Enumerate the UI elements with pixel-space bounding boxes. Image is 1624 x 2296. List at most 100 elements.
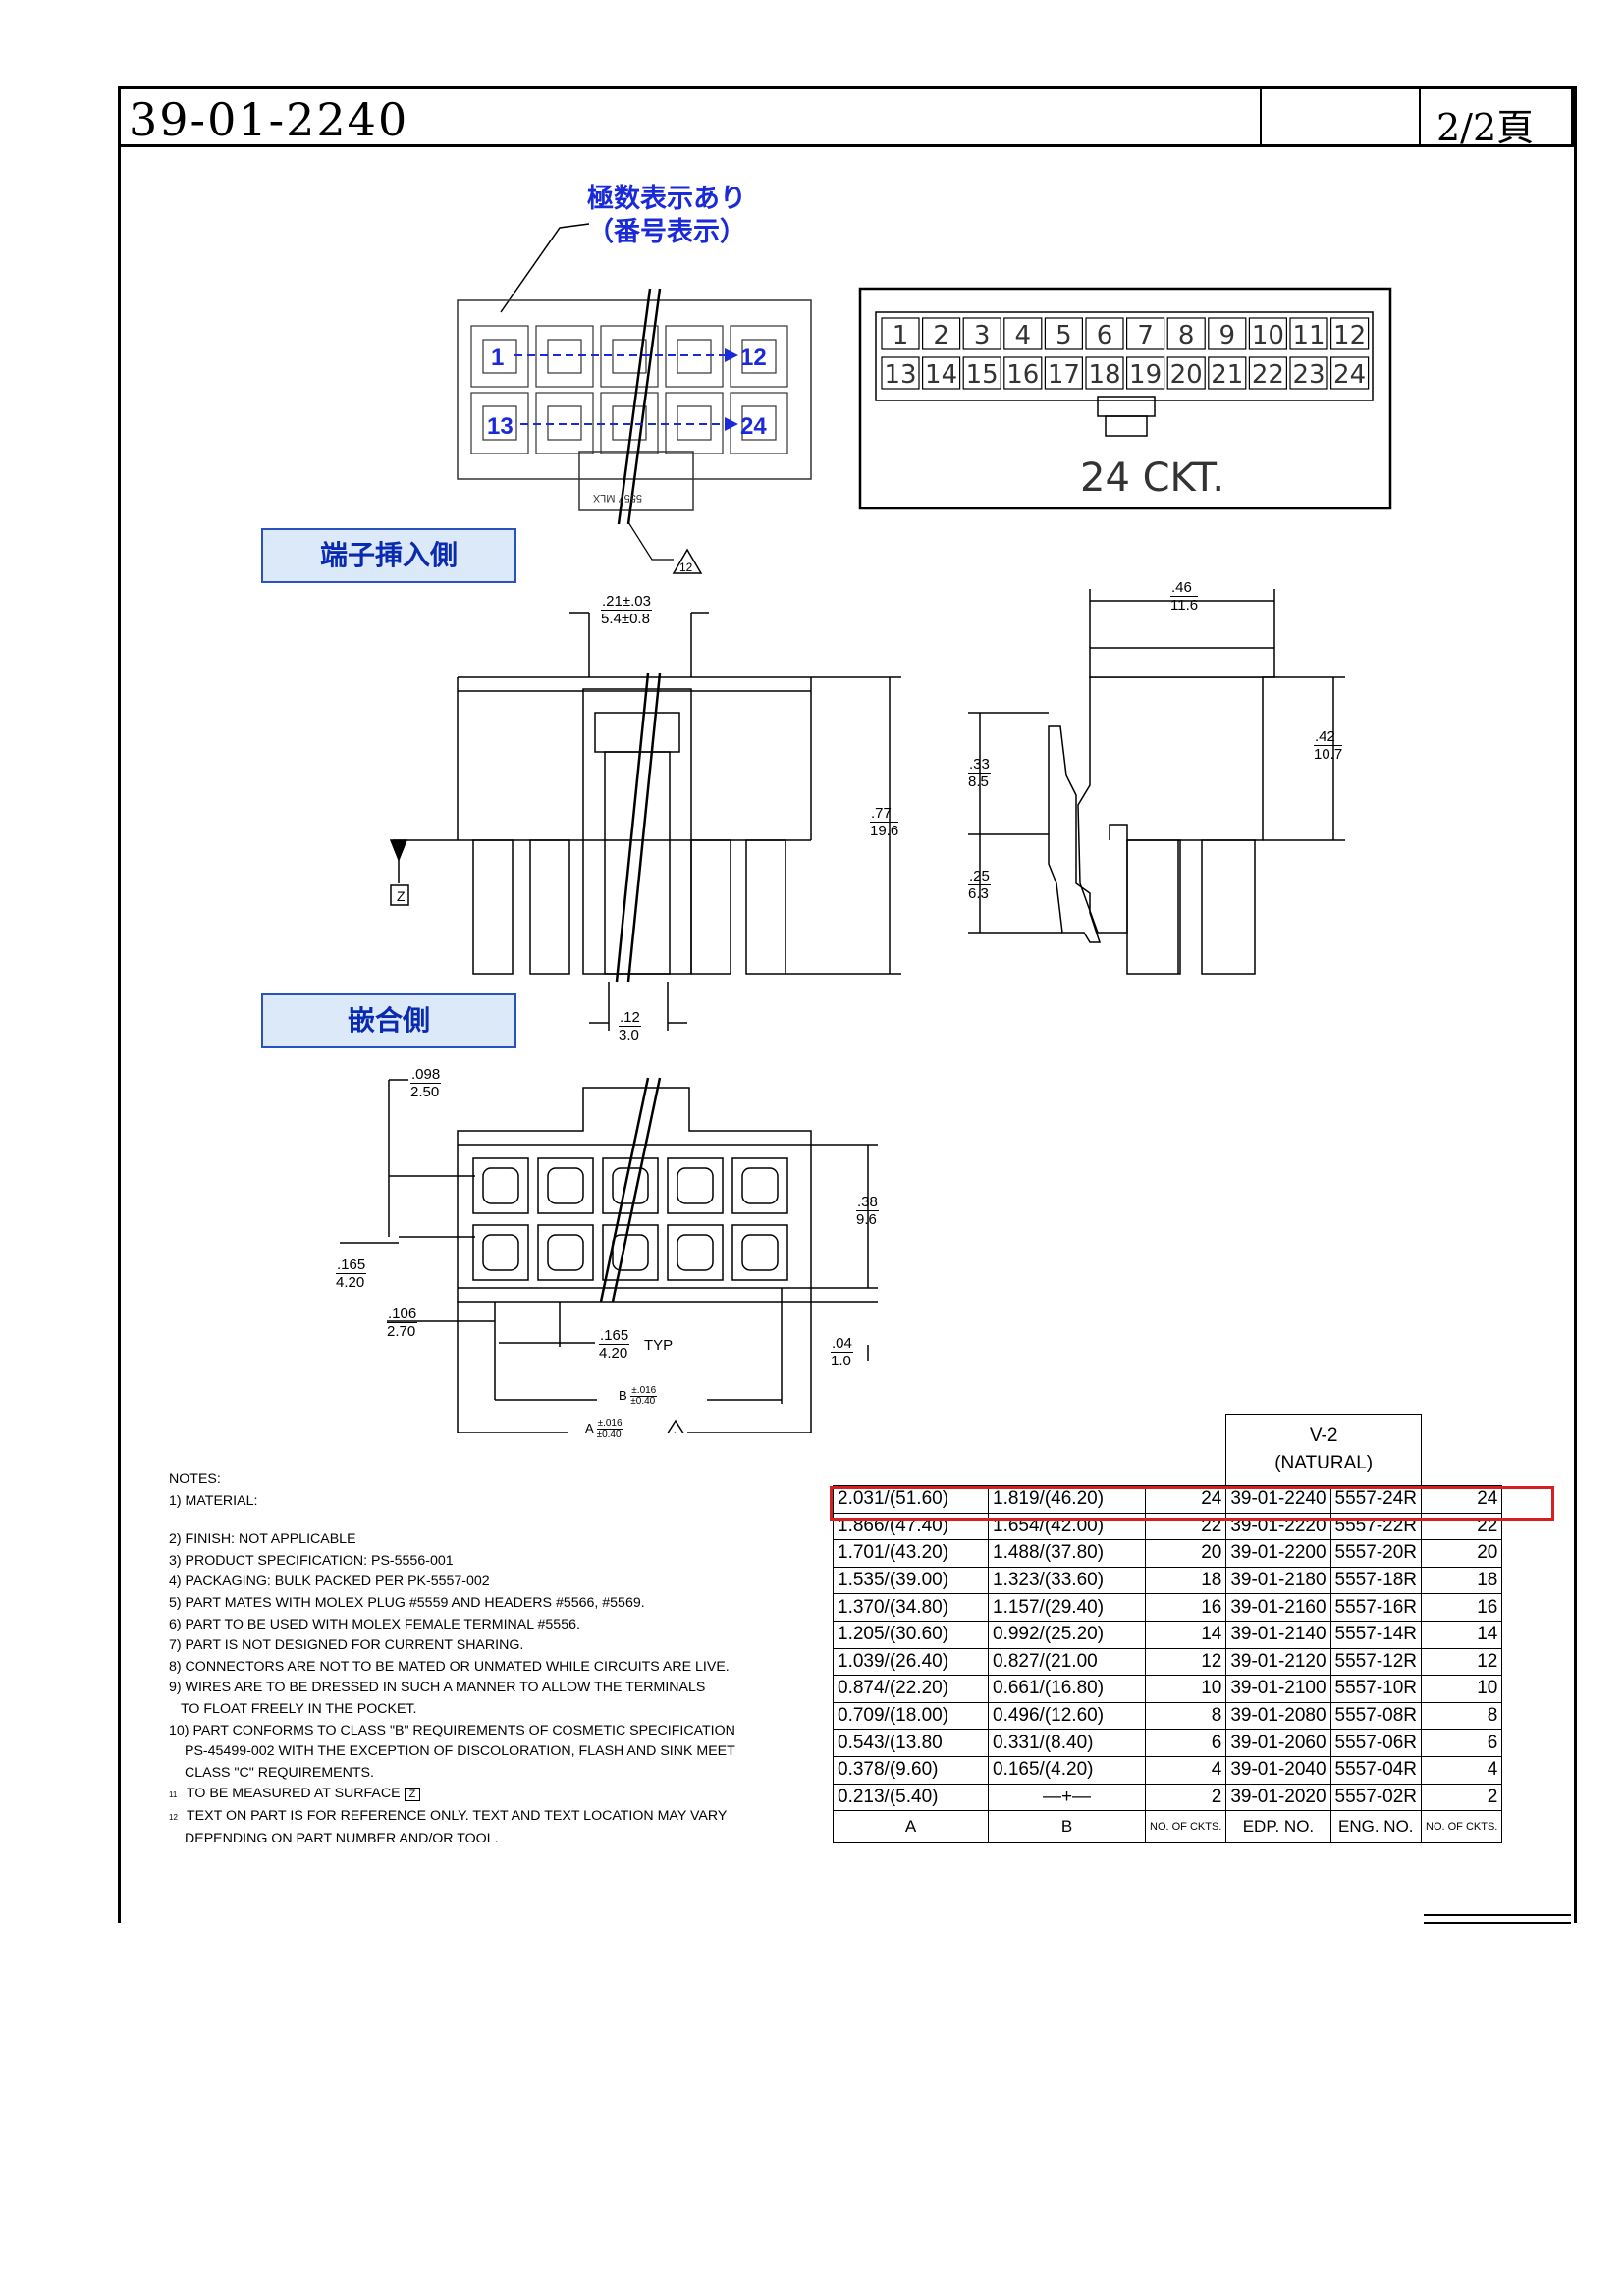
title-block: 39-01-2240 2/2頁 xyxy=(118,86,1574,149)
ckt-cell xyxy=(1289,356,1328,390)
ckt-number: 12 xyxy=(1333,321,1366,350)
table-cell-ckts2: 8 xyxy=(1420,1701,1503,1731)
mating-cavity-inner xyxy=(677,1167,714,1204)
side-view xyxy=(968,589,1345,975)
table-cell-edp: 39-01-2240 xyxy=(1225,1485,1331,1514)
ckt-cell xyxy=(1208,317,1247,350)
table-cell-ckts: 6 xyxy=(1144,1729,1227,1757)
rev-flag-12: 12 xyxy=(679,561,693,574)
ckt-cell xyxy=(1085,356,1124,390)
ckt-number: 1 xyxy=(893,321,909,350)
table-cell-eng: 5557-24R xyxy=(1329,1485,1423,1514)
table-cell-eng: 5557-06R xyxy=(1329,1729,1423,1757)
pin-13-label: 13 xyxy=(487,413,514,440)
mating-view xyxy=(340,1077,878,1433)
ckt-cell xyxy=(1248,356,1288,390)
table-footer-a: A xyxy=(833,1810,989,1844)
table-cell-edp: 39-01-2080 xyxy=(1225,1701,1331,1731)
table-cell-ckts: 8 xyxy=(1144,1701,1227,1731)
table-cell-b: 0.331/(8.40) xyxy=(988,1729,1146,1757)
mating-cavity xyxy=(731,1157,788,1214)
ckt-number: 8 xyxy=(1178,321,1195,350)
table-cell-edp: 39-01-2120 xyxy=(1225,1647,1331,1677)
ckt-number: 22 xyxy=(1252,360,1284,390)
part-number-title: 39-01-2240 xyxy=(129,93,409,146)
table-cell-eng: 5557-08R xyxy=(1329,1701,1423,1731)
mating-cavity-inner xyxy=(677,1234,714,1271)
ckt-cell xyxy=(1329,356,1370,390)
border-end-mark xyxy=(1424,1914,1571,1924)
table-cell-ckts2: 24 xyxy=(1420,1485,1503,1514)
table-cell-ckts2: 10 xyxy=(1420,1675,1503,1703)
table-cell-eng: 5557-14R xyxy=(1329,1620,1423,1649)
polarity-note: 極数表示あり （番号表示） xyxy=(587,184,746,247)
ckt-cell xyxy=(1044,317,1084,350)
table-cell-b: 1.157/(29.40) xyxy=(988,1593,1146,1622)
mating-cavity-inner xyxy=(547,1234,584,1271)
ckt-cell xyxy=(1125,356,1165,390)
table-cell-a: 1.370/(34.80) xyxy=(833,1593,989,1622)
page-indicator: 2/2頁 xyxy=(1436,106,1535,149)
table-cell-b: 1.819/(46.20) xyxy=(988,1485,1146,1514)
ckt-number: 10 xyxy=(1252,321,1284,350)
mating-cavity-inner xyxy=(612,1234,649,1271)
table-cell-ckts2: 18 xyxy=(1420,1566,1503,1595)
table-cell-a: 1.701/(43.20) xyxy=(833,1539,989,1568)
ckt-cell xyxy=(921,356,961,390)
table-cell-ckts: 22 xyxy=(1144,1512,1227,1541)
table-footer-ckts: NO. OF CKTS. xyxy=(1144,1810,1227,1844)
table-cell-eng: 5557-16R xyxy=(1329,1593,1423,1622)
mating-cavity xyxy=(537,1224,594,1281)
table-footer-ckts2: NO. OF CKTS. xyxy=(1420,1810,1503,1844)
pin-12-label: 12 xyxy=(740,345,767,371)
pin-24-label: 24 xyxy=(740,413,767,440)
table-cell-eng: 5557-18R xyxy=(1329,1566,1423,1595)
ckt-number: 17 xyxy=(1048,360,1080,390)
ckt-number: 5 xyxy=(1056,321,1072,350)
mating-cavity-inner xyxy=(547,1167,584,1204)
table-cell-b: 0.165/(4.20) xyxy=(988,1755,1146,1785)
table-cell-a: 0.874/(22.20) xyxy=(833,1675,989,1703)
table-cell-a: 0.709/(18.00) xyxy=(833,1701,989,1731)
table-cell-ckts: 10 xyxy=(1144,1675,1227,1703)
table-cell-b: 1.488/(37.80) xyxy=(988,1539,1146,1568)
part-number-table: V-2 (NATURAL) 2.031/(51.60)1.819/(46.20)… xyxy=(833,1414,1503,1844)
ckt-cell xyxy=(962,356,1001,390)
ckt-cell xyxy=(1003,317,1043,350)
ckt-number: 23 xyxy=(1292,360,1325,390)
ckt-number: 3 xyxy=(974,321,991,350)
mating-side-label: 嵌合側 xyxy=(261,993,516,1048)
table-cell-a: 1.535/(39.00) xyxy=(833,1566,989,1595)
mating-cavity xyxy=(472,1224,529,1281)
table-cell-b: 1.654/(42.00) xyxy=(988,1512,1146,1541)
ckt-number: 21 xyxy=(1211,360,1243,390)
table-cell-a: 2.031/(51.60) xyxy=(833,1485,989,1514)
table-footer-b: B xyxy=(988,1810,1146,1844)
mating-cavity-inner xyxy=(612,1167,649,1204)
ckt-number: 13 xyxy=(884,360,916,390)
ckt-number: 24 xyxy=(1333,360,1366,390)
mating-cavity xyxy=(472,1157,529,1214)
ckt-number: 6 xyxy=(1097,321,1113,350)
table-cell-b: —+— xyxy=(988,1783,1146,1812)
part-marking: 5557 MLX xyxy=(592,492,642,504)
table-cell-b: 0.827/(21.00 xyxy=(988,1647,1146,1677)
table-cell-ckts2: 6 xyxy=(1420,1729,1503,1757)
table-cell-ckts: 2 xyxy=(1144,1783,1227,1812)
table-cell-ckts: 20 xyxy=(1144,1539,1227,1568)
ckt-cell xyxy=(1166,356,1206,390)
ckt-cell xyxy=(1248,317,1288,350)
ckt-number: 15 xyxy=(966,360,999,390)
